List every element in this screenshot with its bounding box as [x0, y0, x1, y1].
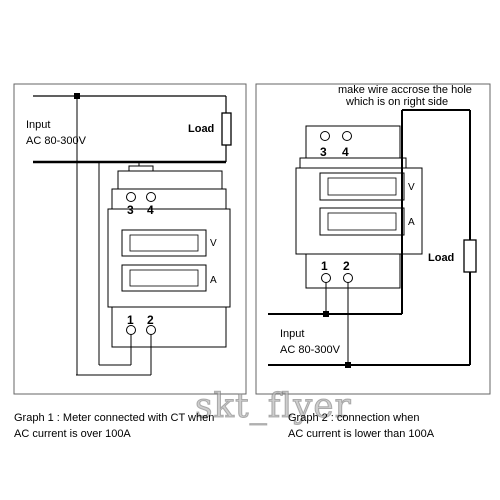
graph1-input-label: Input	[26, 119, 50, 131]
graph2-terminal-2-screw	[343, 273, 353, 283]
graph2-frame	[255, 83, 491, 395]
graph1-terminal-3-screw	[126, 192, 136, 202]
graph1-caption-line1: Graph 1 : Meter connected with CT when	[14, 412, 215, 424]
graph1-ct-sensor	[128, 165, 154, 172]
graph2-unit-v: V	[408, 182, 415, 193]
graph2-terminal-1-label: 1	[321, 259, 328, 273]
graph2-caption-line1: Graph 2 : connection when	[288, 412, 420, 424]
graph2-diagram: make wire accrose the hole which is on r…	[255, 83, 491, 395]
graph2-meter-top-ridge	[299, 157, 407, 169]
graph2-junction-dot-bottom	[345, 362, 351, 368]
graph2-terminal-4-screw	[342, 131, 352, 141]
graph1-meter-top-terminal-block	[117, 170, 223, 190]
graph2-caption: Graph 2 : connection when AC current is …	[288, 410, 434, 442]
graph1-unit-v: V	[210, 238, 217, 249]
graph2-terminal-4-label: 4	[342, 145, 349, 159]
graph1-caption-line2: AC current is over 100A	[14, 428, 131, 440]
graph2-junction-dot-top	[323, 311, 329, 317]
graph2-load-label: Load	[428, 252, 454, 264]
graph2-load-resistor	[463, 239, 477, 273]
graph1-diagram: Input AC 80-300V Load 3 4 1 2 V A	[13, 83, 247, 395]
graph1-terminal-2-label: 2	[147, 313, 154, 327]
graph1-voltage-label: AC 80-300V	[26, 135, 87, 147]
graph1-terminal-4-label: 4	[147, 203, 154, 217]
graph2-note-line1: make wire accrose the hole	[338, 84, 472, 96]
graph2-meter-top-terminal-block	[305, 125, 401, 159]
graph1-unit-a: A	[210, 275, 217, 286]
graph1-terminal-3-label: 3	[127, 203, 134, 217]
graph2-unit-a: A	[408, 217, 415, 228]
graph2-caption-line2: AC current is lower than 100A	[288, 428, 435, 440]
graph1-frame	[13, 83, 247, 395]
graph2-note-line2: which is on right side	[345, 96, 448, 108]
graph1-load-resistor	[221, 112, 232, 146]
graph1-terminal-1-label: 1	[127, 313, 134, 327]
graph2-terminal-2-label: 2	[343, 259, 350, 273]
graph2-terminal-3-label: 3	[320, 145, 327, 159]
graph1-terminal-4-screw	[146, 192, 156, 202]
graph1-load-label: Load	[188, 123, 214, 135]
graph2-input-label: Input	[280, 328, 304, 340]
graph1-caption: Graph 1 : Meter connected with CT when A…	[14, 410, 214, 442]
watermark: skt_flyer	[195, 386, 352, 427]
graph2-meter-bottom-terminal-block	[305, 253, 401, 289]
graph2-terminal-3-screw	[320, 131, 330, 141]
graph1-meter-body	[107, 208, 231, 308]
graph2-voltage-label: AC 80-300V	[280, 344, 341, 356]
graph2-terminal-1-screw	[321, 273, 331, 283]
